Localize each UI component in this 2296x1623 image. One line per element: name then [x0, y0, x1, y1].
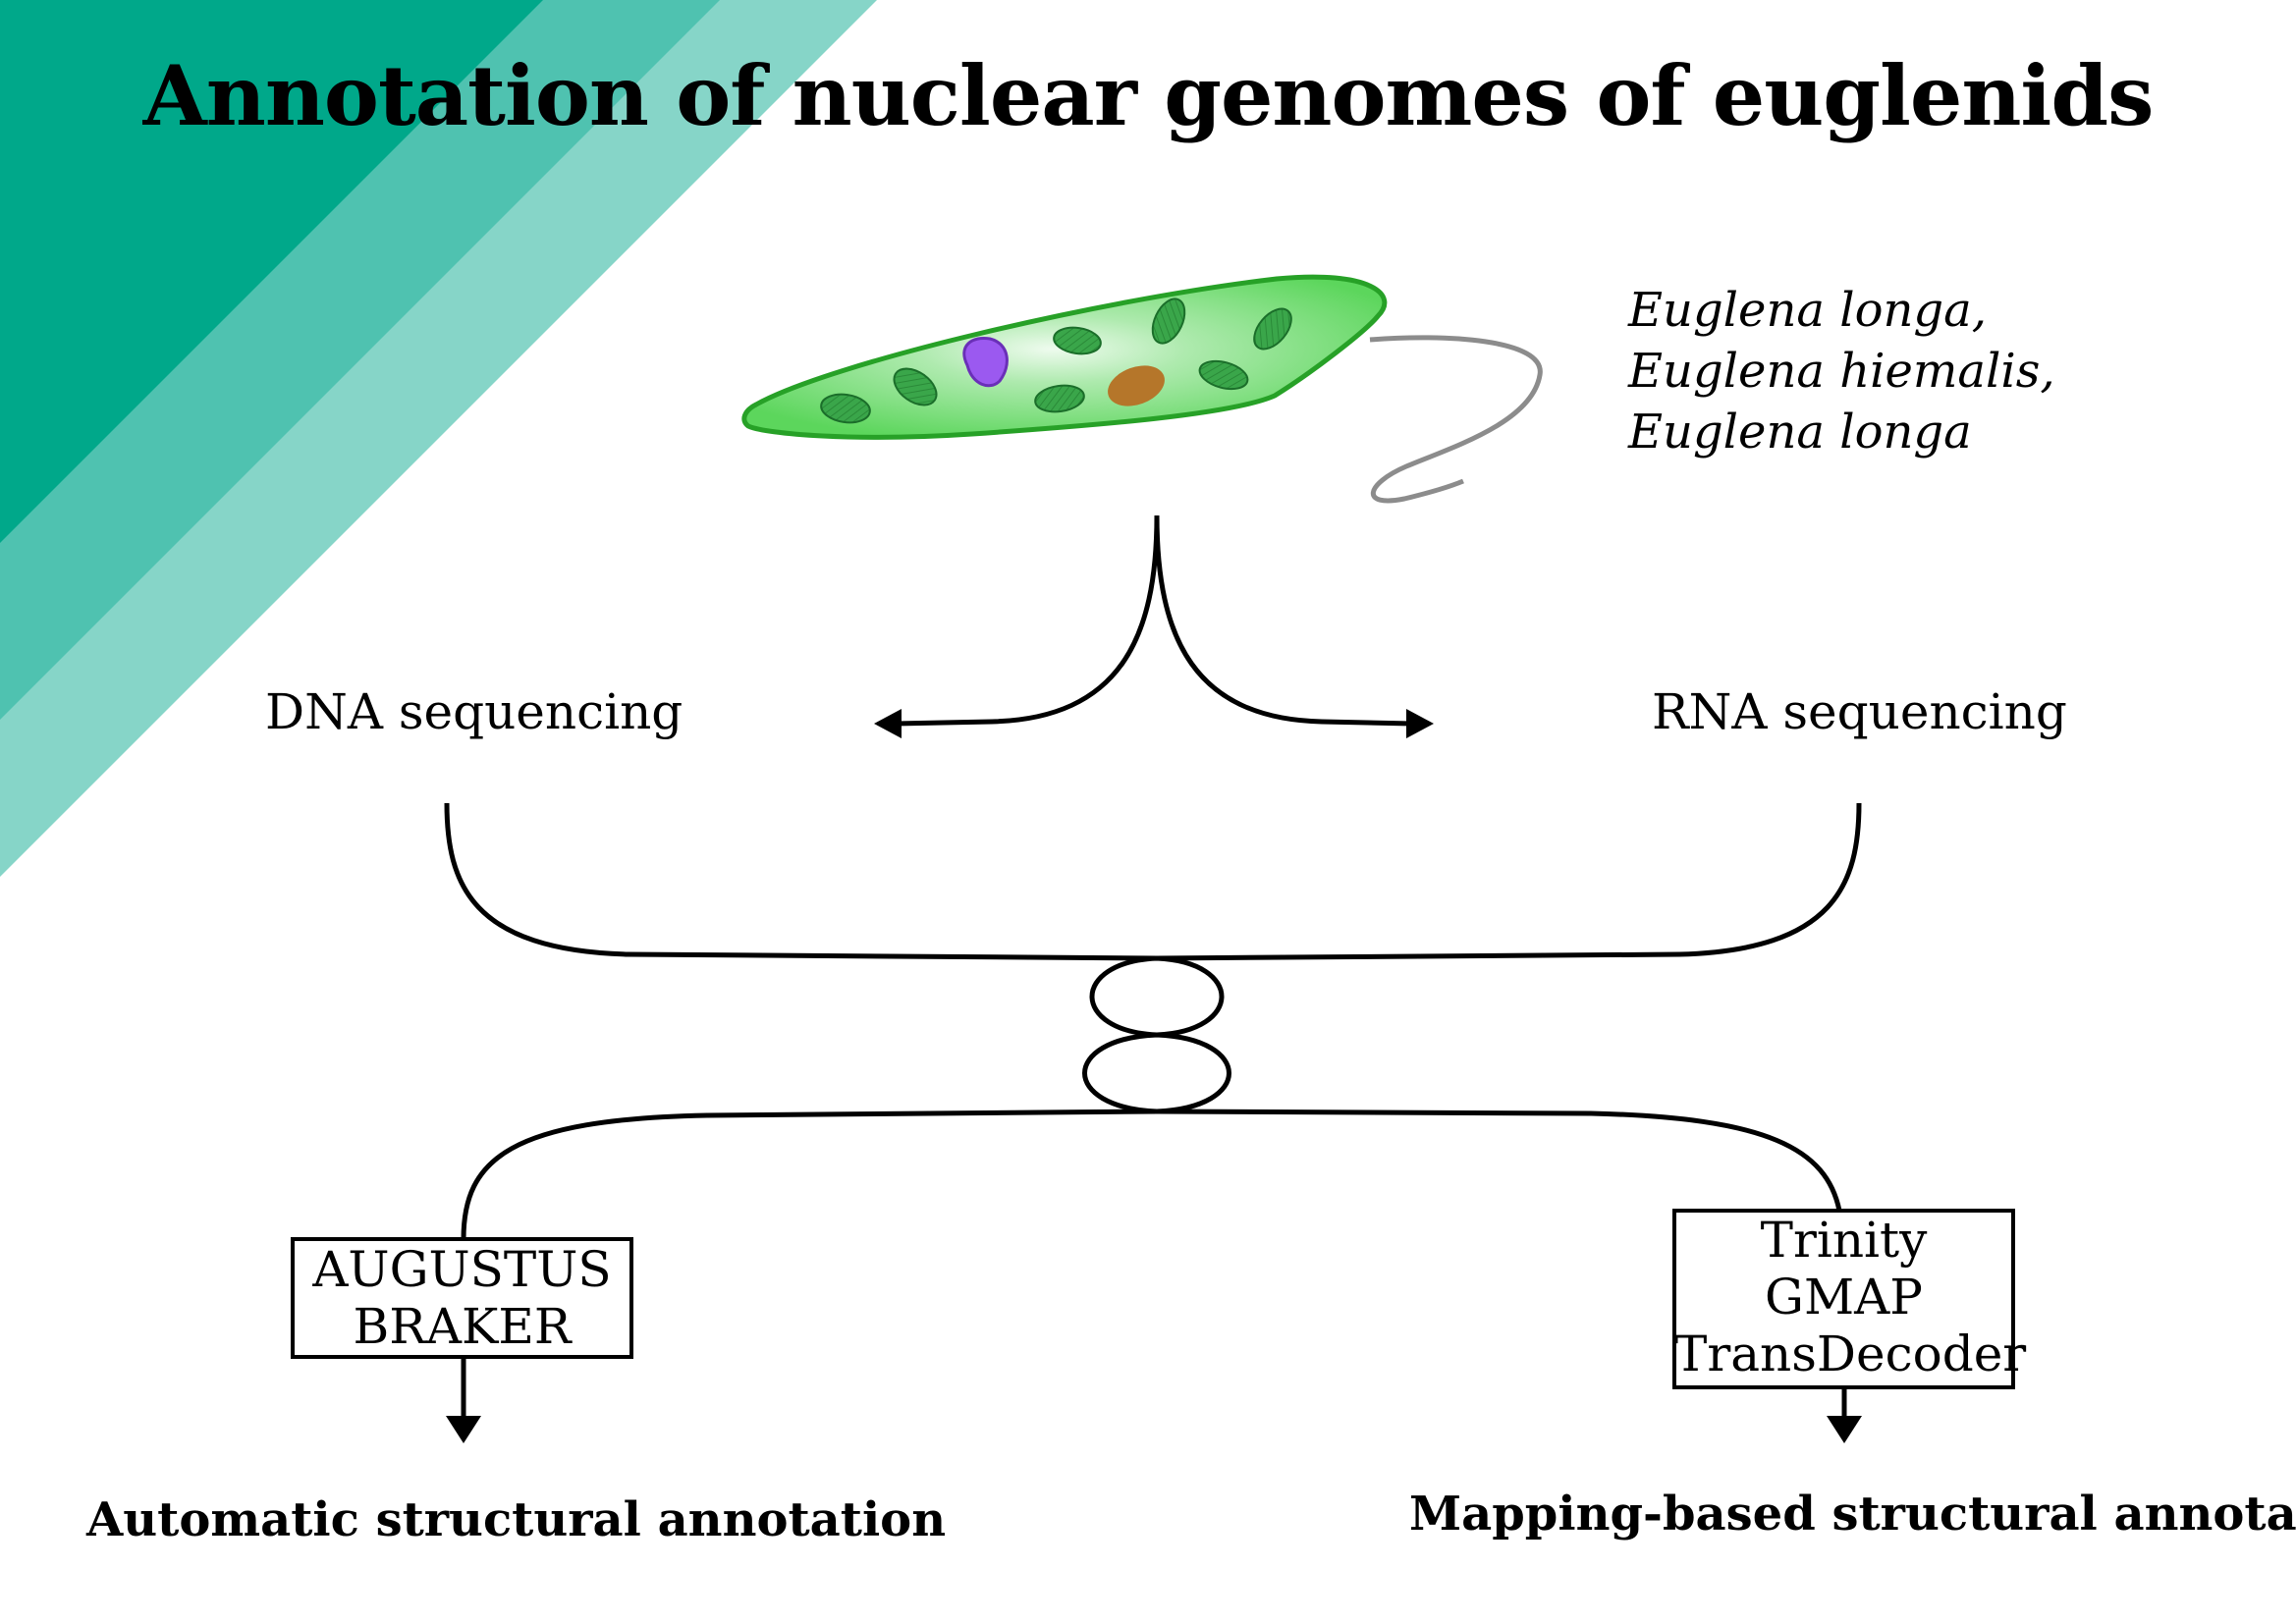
- tool-name: TransDecoder: [1674, 1325, 2027, 1382]
- tool-name: GMAP: [1765, 1269, 1923, 1325]
- nucleus: [962, 336, 1009, 388]
- chloroplast: [1034, 384, 1085, 413]
- split-arrow-right-line: [1154, 514, 1413, 727]
- chloroplast: [820, 393, 871, 424]
- twist-loop-lower: [1082, 1032, 1231, 1114]
- species-list: Euglena longa, Euglena hiemalis, Euglena…: [1628, 280, 2055, 462]
- arrowhead-down-right: [1827, 1416, 1862, 1443]
- arrowhead-left: [874, 709, 902, 738]
- arrowhead-right: [1406, 709, 1434, 738]
- corner-decoration: [0, 0, 877, 877]
- flagellum: [1369, 335, 1543, 504]
- chloroplast: [1253, 307, 1292, 351]
- arrowhead-down-left: [446, 1416, 481, 1443]
- arrowheads: [446, 709, 1862, 1443]
- merge-brace-left: [444, 802, 1158, 961]
- lower-brace-right: [1156, 1109, 1842, 1212]
- corner-stripe-dark: [0, 0, 543, 543]
- tool-name: BRAKER: [353, 1298, 572, 1355]
- species-name: Euglena hiemalis,: [1628, 344, 2055, 399]
- merge-brace-right: [1156, 802, 1862, 961]
- tool-name: Trinity: [1760, 1212, 1928, 1269]
- chloroplast: [893, 367, 938, 406]
- lower-brace-left: [461, 1109, 1158, 1240]
- chloroplast: [1053, 326, 1102, 355]
- euglena-illustration: [741, 274, 1543, 504]
- output-left-label: Automatic structural annotation: [86, 1492, 947, 1547]
- tool-box-left-text: AUGUSTUS BRAKER: [293, 1241, 631, 1355]
- tool-box-right-text: Trinity GMAP TransDecoder: [1674, 1212, 2027, 1382]
- output-right-label: Mapping-based structural annotation: [1409, 1487, 2296, 1542]
- split-arrow-left-line: [895, 514, 1160, 727]
- tool-name: AUGUSTUS: [312, 1241, 612, 1298]
- page-title: Annotation of nuclear genomes of eugleni…: [142, 47, 2155, 144]
- twist-loop-upper: [1089, 955, 1225, 1038]
- species-name: Euglena longa: [1628, 405, 1972, 460]
- rna-sequencing-label: RNA sequencing: [1652, 683, 2067, 740]
- species-name: Euglena longa,: [1628, 283, 1987, 338]
- tool-box-right: [1672, 1209, 2015, 1389]
- tool-box-left: [291, 1237, 633, 1359]
- stigma: [1108, 365, 1165, 406]
- chloroplast: [1151, 298, 1186, 345]
- dna-sequencing-label: DNA sequencing: [265, 683, 683, 740]
- chloroplast: [1198, 359, 1249, 391]
- connectors: [444, 514, 1862, 1422]
